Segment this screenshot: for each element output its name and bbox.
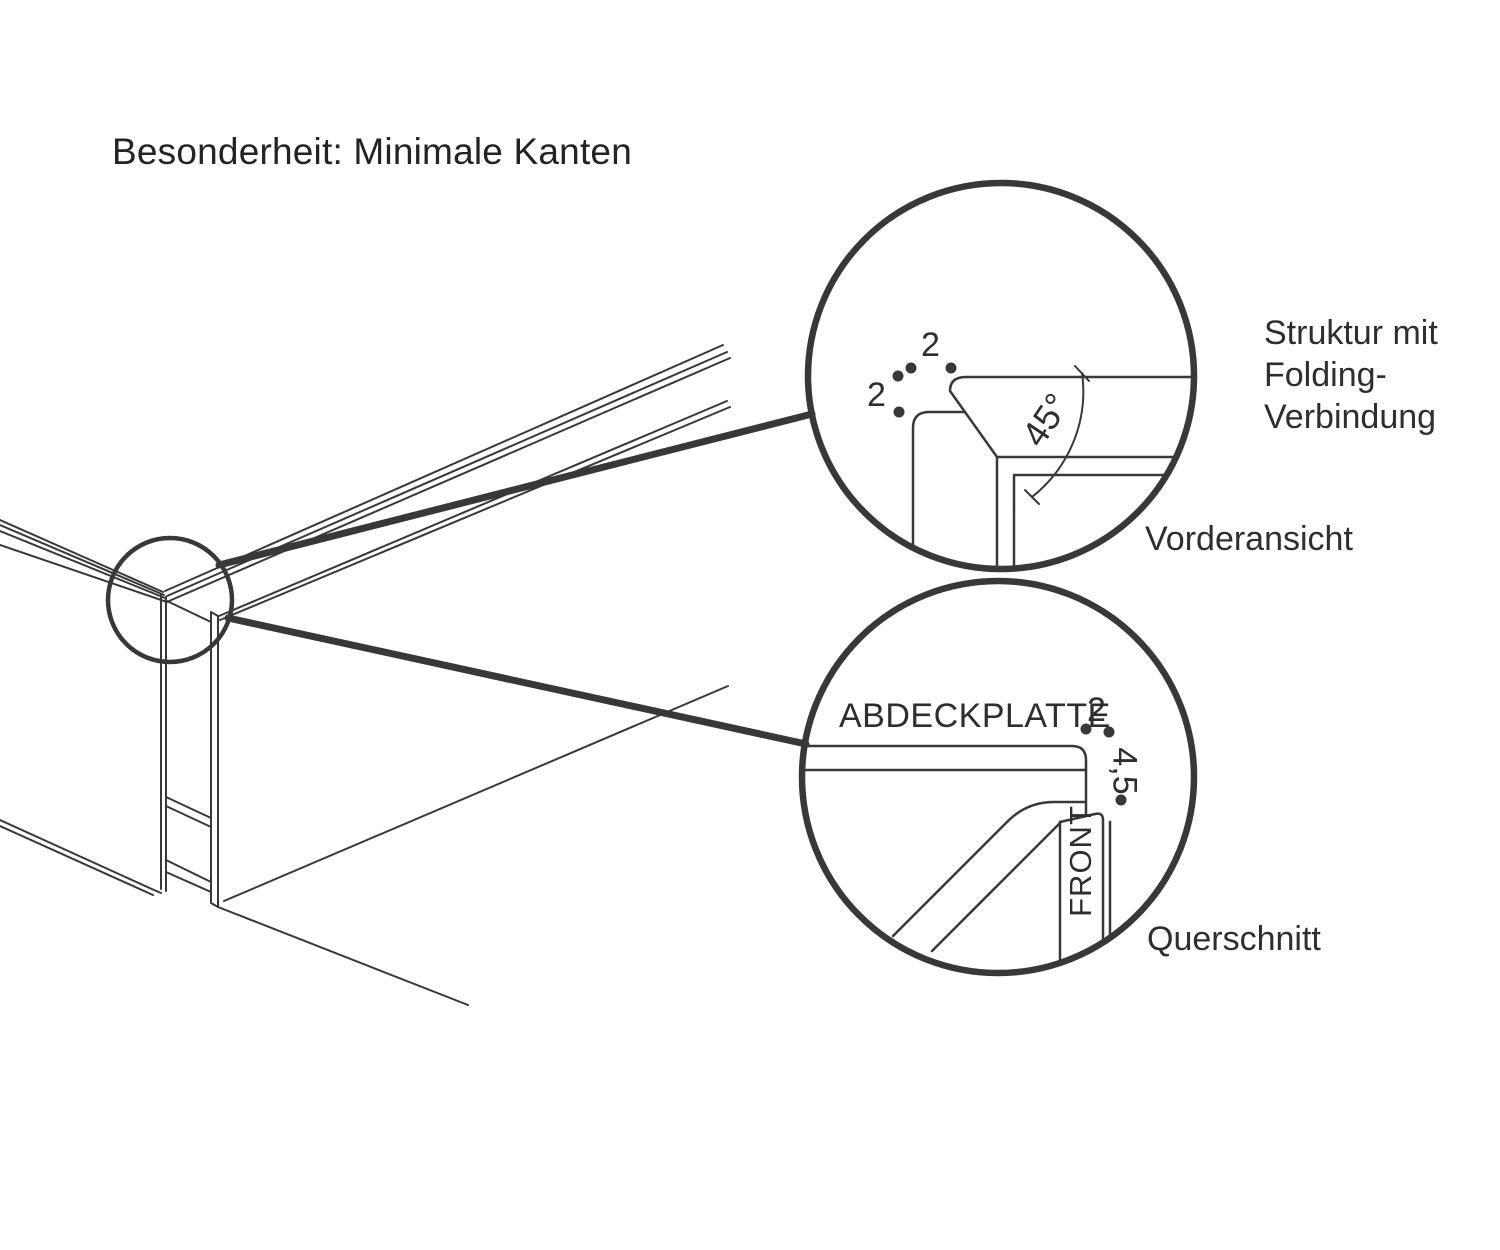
angle-arc-tick-bottom <box>1024 489 1040 505</box>
cover-plate-top <box>805 744 1088 819</box>
left-panel-outline <box>911 410 967 566</box>
corner-vertical-edges <box>160 593 167 892</box>
callout-line-to-front-view <box>215 410 816 569</box>
bottom-edge-lines <box>0 819 162 896</box>
cross-section-thickness-dim: 2 <box>1087 691 1106 729</box>
top-plate-outline <box>948 375 1191 459</box>
cover-plate-label: ABDECKPLATTE <box>839 697 1111 735</box>
front-view-caption: Vorderansicht <box>1145 520 1353 558</box>
front-view-detail-circle <box>804 179 1198 573</box>
front-view-dimension-dots <box>892 362 957 418</box>
cross-section-caption: Querschnitt <box>1147 920 1321 958</box>
interior-rail-lines <box>165 600 212 893</box>
cross-section-detail-circle <box>798 577 1198 977</box>
chamfer-lower-line <box>930 821 1062 953</box>
angle-arc-tick-top <box>1074 365 1090 382</box>
front-view-dim-top: 2 <box>921 326 940 364</box>
page-title: Besonderheit: Minimale Kanten <box>112 131 632 172</box>
front-panel-top-and-right <box>1058 812 1105 970</box>
front-panel-label: FRONT <box>1063 805 1098 917</box>
top-right-rail-lines <box>164 344 731 602</box>
cross-section-dimension-dots <box>1080 723 1127 806</box>
inner-corner-lines <box>995 455 1191 566</box>
front-panel-strip <box>210 611 219 908</box>
callout-line-to-cross-section <box>224 614 810 748</box>
front-face-bottom-edge <box>217 906 469 1006</box>
front-view-detail-content <box>911 365 1191 566</box>
detail-highlight-circle <box>105 535 235 665</box>
inner-rail-lines <box>218 400 731 621</box>
structure-note-label: Struktur mit Folding- Verbindung <box>1264 314 1438 436</box>
angle-dimension-arc <box>1031 372 1085 498</box>
chamfer-upper-line <box>891 800 1086 938</box>
front-view-dim-left: 2 <box>867 376 886 414</box>
front-face-top-edge <box>223 685 729 902</box>
cross-section-edge-dim: 4,5 <box>1105 747 1144 795</box>
top-left-edge-lines <box>0 519 168 603</box>
cabinet-corner-isometric <box>0 344 731 1006</box>
cross-section-detail-content <box>805 744 1112 970</box>
